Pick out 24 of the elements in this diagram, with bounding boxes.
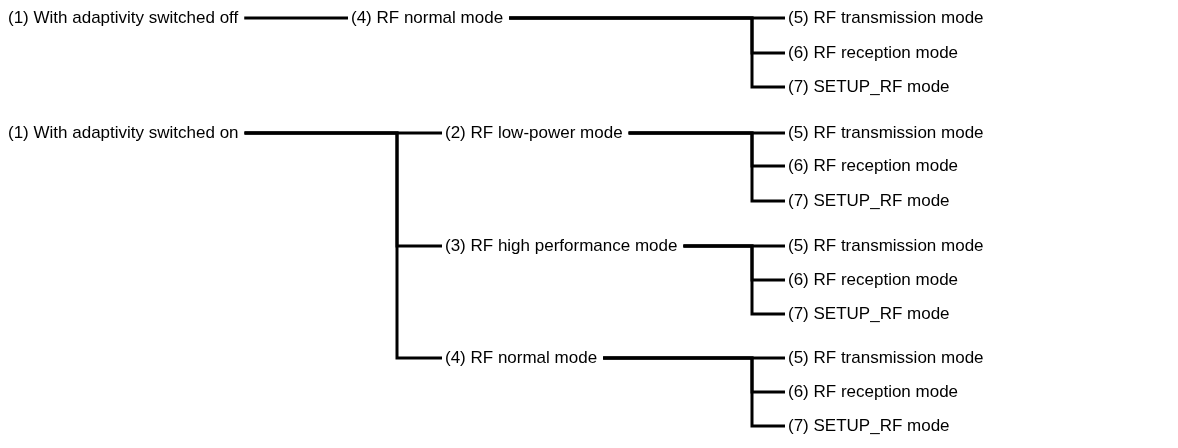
connector-line <box>603 356 785 428</box>
connector-line <box>244 16 350 20</box>
connector-line <box>509 16 785 89</box>
mode-label: (5) RF transmission mode <box>788 347 984 369</box>
mode-label: (2) RF low-power mode <box>445 122 623 144</box>
mode-label: (7) SETUP_RF mode <box>788 415 950 437</box>
mode-label: (6) RF reception mode <box>788 155 959 177</box>
mode-label: (4) RF normal mode <box>351 7 504 29</box>
mode-label: (6) RF reception mode <box>788 269 959 291</box>
connector-line <box>683 244 785 316</box>
mode-label: (5) RF transmission mode <box>788 122 984 144</box>
connector-line <box>244 131 442 360</box>
mode-label: (4) RF normal mode <box>445 347 598 369</box>
mode-label: (5) RF transmission mode <box>788 7 984 29</box>
mode-label: (5) RF transmission mode <box>788 235 984 257</box>
mode-label: (7) SETUP_RF mode <box>788 303 950 325</box>
mode-label: (6) RF reception mode <box>788 42 959 64</box>
connector-line <box>628 131 785 203</box>
mode-label: (1) With adaptivity switched on <box>8 122 239 144</box>
mode-label: (7) SETUP_RF mode <box>788 76 950 98</box>
mode-label: (6) RF reception mode <box>788 381 959 403</box>
mode-label: (1) With adaptivity switched off <box>8 7 239 29</box>
mode-label: (3) RF high performance mode <box>445 235 678 257</box>
mode-label: (7) SETUP_RF mode <box>788 190 950 212</box>
